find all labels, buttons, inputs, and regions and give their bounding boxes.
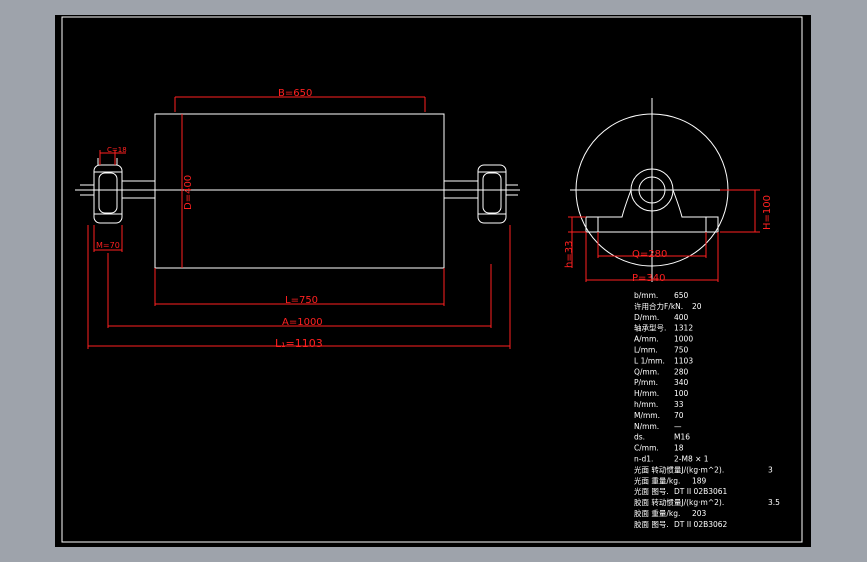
spec-row-label: 轴承型号. <box>634 323 666 333</box>
spec-row-value: DT II 02B3062 <box>674 520 728 529</box>
shaft-bore <box>638 176 666 204</box>
spec-row-label: D/mm. <box>634 313 659 322</box>
spec-row-label: ds. <box>634 433 645 442</box>
pulley-side-view <box>75 113 520 269</box>
spec-row-label: C/mm. <box>634 444 659 453</box>
dim-q-label: Q=280 <box>632 249 667 260</box>
end-view-dimensions <box>568 189 760 282</box>
dim-l-label: L=750 <box>285 295 318 306</box>
spec-row-value: 280 <box>674 367 689 376</box>
spec-row-value: DT II 02B3061 <box>674 487 728 496</box>
spec-row-value: 33 <box>674 400 684 409</box>
spec-row-value: — <box>674 422 682 431</box>
spec-row-value: 189 <box>692 476 707 485</box>
spec-row-value: 3 <box>768 465 773 474</box>
spec-row-value: 340 <box>674 378 689 387</box>
spec-row-label: 胶面 转动惯量J/(kg·m^2). <box>634 497 724 507</box>
dim-c-label: C=18 <box>107 146 127 154</box>
dim-d-label: D=400 <box>183 175 194 210</box>
dim-h-label: H=100 <box>762 195 773 230</box>
spec-row-label: 胶面 图号. <box>634 519 669 529</box>
spec-row-label: 胶面 重量/kg. <box>634 508 680 518</box>
side-view-dimension-labels: B=650 C=18 D=400 M=70 L=750 A=1000 L₁=11… <box>96 88 323 350</box>
spec-row-value: 70 <box>674 411 684 420</box>
spec-row-value: 3.5 <box>768 498 780 507</box>
spec-row-label: P/mm. <box>634 378 658 387</box>
spec-row-value: 2-M8 × 1 <box>674 455 709 464</box>
spec-row-label: 许用合力F/kN. <box>634 301 683 311</box>
end-view-dimension-labels: H=100 h=33 Q=280 P=340 <box>564 195 773 284</box>
spec-row-label: 光面 转动惯量J/(kg·m^2). <box>634 464 724 474</box>
spec-row-value: M16 <box>674 433 690 442</box>
spec-row-label: 光面 重量/kg. <box>634 475 680 485</box>
left-bearing <box>80 158 123 224</box>
right-bearing <box>477 164 518 224</box>
spec-row-label: H/mm. <box>634 389 659 398</box>
spec-row-label: L 1/mm. <box>634 356 665 365</box>
spec-row-label: L/mm. <box>634 346 658 355</box>
spec-row-value: 1312 <box>674 324 693 333</box>
spec-row-value: 650 <box>674 291 689 300</box>
dim-b-label: B=650 <box>278 88 312 99</box>
spec-row-value: 1000 <box>674 335 693 344</box>
drum-body <box>154 113 445 269</box>
dim-h33-label: h=33 <box>564 241 575 268</box>
spec-row-label: Q/mm. <box>634 367 659 376</box>
dim-a-label: A=1000 <box>282 317 323 328</box>
dim-l1-label: L₁=1103 <box>275 337 323 350</box>
drawing-canvas <box>55 15 811 547</box>
spec-row-label: b/mm. <box>634 291 658 300</box>
side-view-dimensions <box>87 96 511 349</box>
base-right <box>672 189 719 232</box>
drawing-frame <box>61 16 803 543</box>
spec-row-label: h/mm. <box>634 400 658 409</box>
dim-m-label: M=70 <box>96 241 120 250</box>
spec-row-value: 400 <box>674 313 689 322</box>
spec-row-label: A/mm. <box>634 335 659 344</box>
spec-row-value: 203 <box>692 509 707 518</box>
spec-row-label: 光面 图号. <box>634 486 669 496</box>
base-left <box>585 189 632 232</box>
spec-row-label: N/mm. <box>634 422 659 431</box>
spec-row-value: 20 <box>692 302 702 311</box>
dim-p-label: P=340 <box>632 273 666 284</box>
spec-row-value: 18 <box>674 444 684 453</box>
spec-row-value: 750 <box>674 346 689 355</box>
spec-row-value: 100 <box>674 389 689 398</box>
spec-row-label: M/mm. <box>634 411 660 420</box>
spec-row-label: n-d1. <box>634 455 653 464</box>
spec-row-value: 1103 <box>674 356 693 365</box>
